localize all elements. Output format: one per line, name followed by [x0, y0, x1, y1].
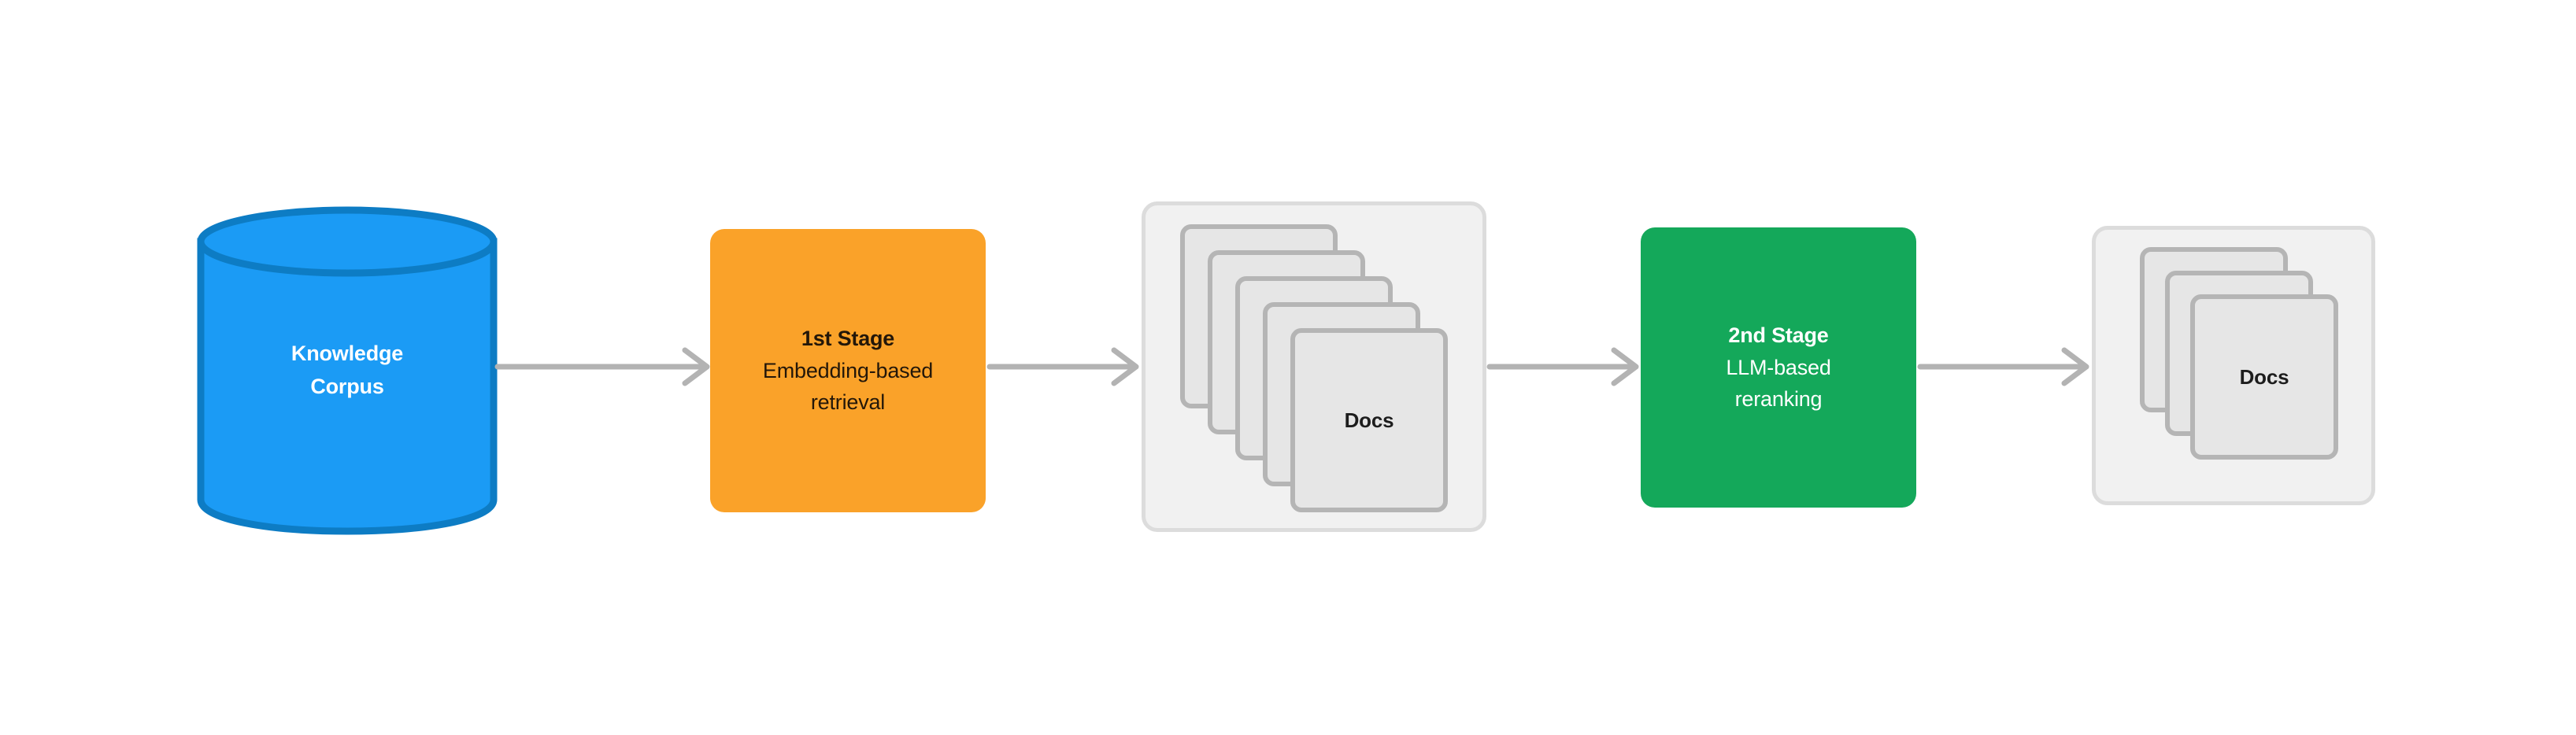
- docs-stack-2-label: Docs: [2239, 364, 2289, 389]
- doc-card-front: Docs: [1290, 328, 1448, 512]
- docs-stack-1-label: Docs: [1344, 408, 1394, 432]
- stage-1-desc-line-2: retrieval: [810, 390, 886, 415]
- arrow-corpus-to-stage1: [494, 342, 716, 391]
- arrow-docs1-to-stage2: [1486, 342, 1645, 391]
- cylinder-shape: [197, 206, 498, 535]
- stage-2-desc-line-1: LLM-based: [1726, 355, 1831, 379]
- stage-2-desc-line-2: reranking: [1734, 387, 1823, 412]
- stage-1-desc-line-1: Embedding-based: [762, 358, 934, 382]
- docs-stack-1-node[interactable]: Docs: [1142, 201, 1486, 532]
- stage-1-node[interactable]: 1st Stage Embedding-based retrieval: [710, 229, 986, 512]
- stage-2-node[interactable]: 2nd Stage LLM-based reranking: [1641, 227, 1916, 508]
- arrow-stage2-to-docs2: [1917, 342, 2096, 391]
- doc-card-front: Docs: [2190, 294, 2338, 460]
- arrow-stage1-to-docs1: [986, 342, 1146, 391]
- docs-stack-2-node[interactable]: Docs: [2092, 226, 2375, 505]
- stage-2-title: 2nd Stage: [1728, 323, 1829, 348]
- knowledge-corpus-node[interactable]: Knowledge Corpus: [197, 206, 498, 535]
- stage-1-title: 1st Stage: [801, 327, 895, 351]
